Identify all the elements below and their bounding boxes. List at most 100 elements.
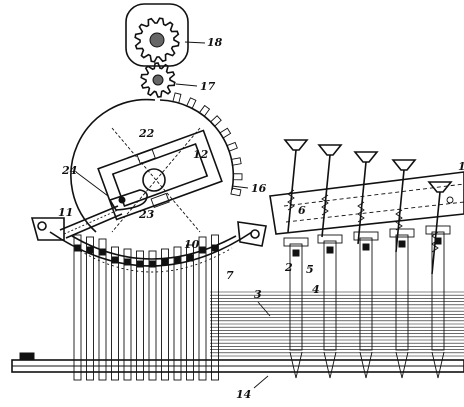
right-tube-collar xyxy=(389,228,415,238)
right-tube xyxy=(359,237,373,351)
upper-tray-6 xyxy=(269,139,464,275)
rail-end-block xyxy=(19,352,35,361)
left-tube-valve xyxy=(174,256,181,264)
label-12: 12 xyxy=(193,148,209,161)
right-tube-collar xyxy=(353,231,379,241)
drum-guide-line-b xyxy=(111,127,201,233)
left-tube xyxy=(186,244,194,381)
gear-18-hub xyxy=(149,32,165,48)
left-tube-valve xyxy=(137,260,143,268)
right-tube-bank xyxy=(283,225,451,379)
bottom-rail-14 xyxy=(11,352,464,373)
left-tube xyxy=(211,234,219,381)
gear-17-teeth xyxy=(140,62,176,98)
drum-tooth xyxy=(209,115,222,127)
right-tube xyxy=(431,231,445,351)
drum-tooth xyxy=(230,187,242,197)
arm-11-lower xyxy=(65,213,123,239)
funnel-spring xyxy=(321,194,329,216)
left-tube-valve xyxy=(199,246,206,254)
funnel xyxy=(391,159,417,171)
nozzle-23 xyxy=(108,189,148,211)
funnel xyxy=(353,151,379,163)
drum-tooth xyxy=(230,157,242,166)
gear-18 xyxy=(125,3,189,67)
left-tube xyxy=(198,236,207,381)
label-11: 11 xyxy=(58,206,73,219)
left-tube-bank xyxy=(73,234,219,381)
tray-frame xyxy=(269,171,464,235)
leader-24 xyxy=(75,171,109,197)
gear-17-hub xyxy=(152,74,164,86)
drum-tooth xyxy=(198,104,211,117)
drum-shaft xyxy=(142,168,166,192)
label-22: 22 xyxy=(138,127,155,140)
label-4: 4 xyxy=(312,283,320,296)
funnel-spring xyxy=(357,201,365,223)
funnel xyxy=(317,144,343,156)
drum-tooth xyxy=(219,127,232,139)
drum-guide-line-a xyxy=(111,127,201,233)
drum-tooth xyxy=(226,141,238,152)
spring-box-22-lower xyxy=(150,192,170,209)
left-tube-valve xyxy=(74,244,81,252)
spring-box-22-upper xyxy=(136,148,156,165)
left-tube-valve xyxy=(99,248,106,256)
tray-pin xyxy=(446,196,454,204)
figure-labels: 18 17 22 12 24 23 16 10 11 7 3 2 5 4 6 1… xyxy=(58,36,464,401)
left-tube xyxy=(173,246,182,381)
drum-rack-teeth xyxy=(172,92,243,197)
drum-tooth xyxy=(186,97,197,110)
label-3: 3 xyxy=(254,288,262,301)
label-10: 10 xyxy=(184,238,200,251)
left-tube xyxy=(98,238,107,381)
nozzle-tip xyxy=(118,196,126,204)
leader-18 xyxy=(184,41,206,44)
right-tube-valve xyxy=(326,246,334,254)
label-17: 17 xyxy=(200,80,216,93)
tray-inner-lower xyxy=(285,201,464,223)
leader-17 xyxy=(175,83,198,87)
tank-hatch-3 xyxy=(210,291,464,357)
bracket-left-bolt xyxy=(37,221,47,231)
left-tube-valve xyxy=(124,258,131,266)
gear-18-housing xyxy=(125,3,189,67)
leader-14 xyxy=(253,375,269,389)
label-2: 2 xyxy=(284,261,293,274)
right-tube-valve xyxy=(292,249,300,257)
bracket-right xyxy=(237,221,267,247)
right-tube-collar xyxy=(425,225,451,235)
drum-tooth xyxy=(232,173,243,181)
left-tube-valve xyxy=(112,256,118,264)
funnel-spring xyxy=(395,209,403,231)
label-18: 18 xyxy=(207,36,223,49)
left-tube-valve xyxy=(162,258,168,266)
drum-tooth xyxy=(172,92,182,104)
gear-18-teeth xyxy=(134,17,180,63)
left-tube xyxy=(161,248,169,381)
label-6: 6 xyxy=(298,204,306,217)
bracket-left xyxy=(30,217,65,241)
bracket-right-bolt xyxy=(250,229,260,239)
funnel-spring xyxy=(287,189,295,211)
left-tube-valve xyxy=(187,254,193,262)
left-tube xyxy=(86,236,94,381)
funnel xyxy=(283,139,309,151)
left-tube xyxy=(136,250,144,381)
right-tube xyxy=(395,234,409,351)
label-1: 1 xyxy=(458,160,464,173)
label-16: 16 xyxy=(251,182,267,195)
label-14: 14 xyxy=(236,388,251,401)
left-tube xyxy=(148,250,157,381)
left-tube-valve xyxy=(149,260,156,268)
label-24: 24 xyxy=(61,164,77,177)
arm-11-upper xyxy=(59,205,119,231)
drum-left-arc xyxy=(70,98,156,233)
gear-17-wheel xyxy=(140,62,176,98)
left-tube xyxy=(73,234,82,381)
gear-18-wheel xyxy=(134,17,180,63)
tray-inner-upper xyxy=(283,183,464,207)
leader-16 xyxy=(231,185,249,189)
label-7: 7 xyxy=(226,269,234,282)
